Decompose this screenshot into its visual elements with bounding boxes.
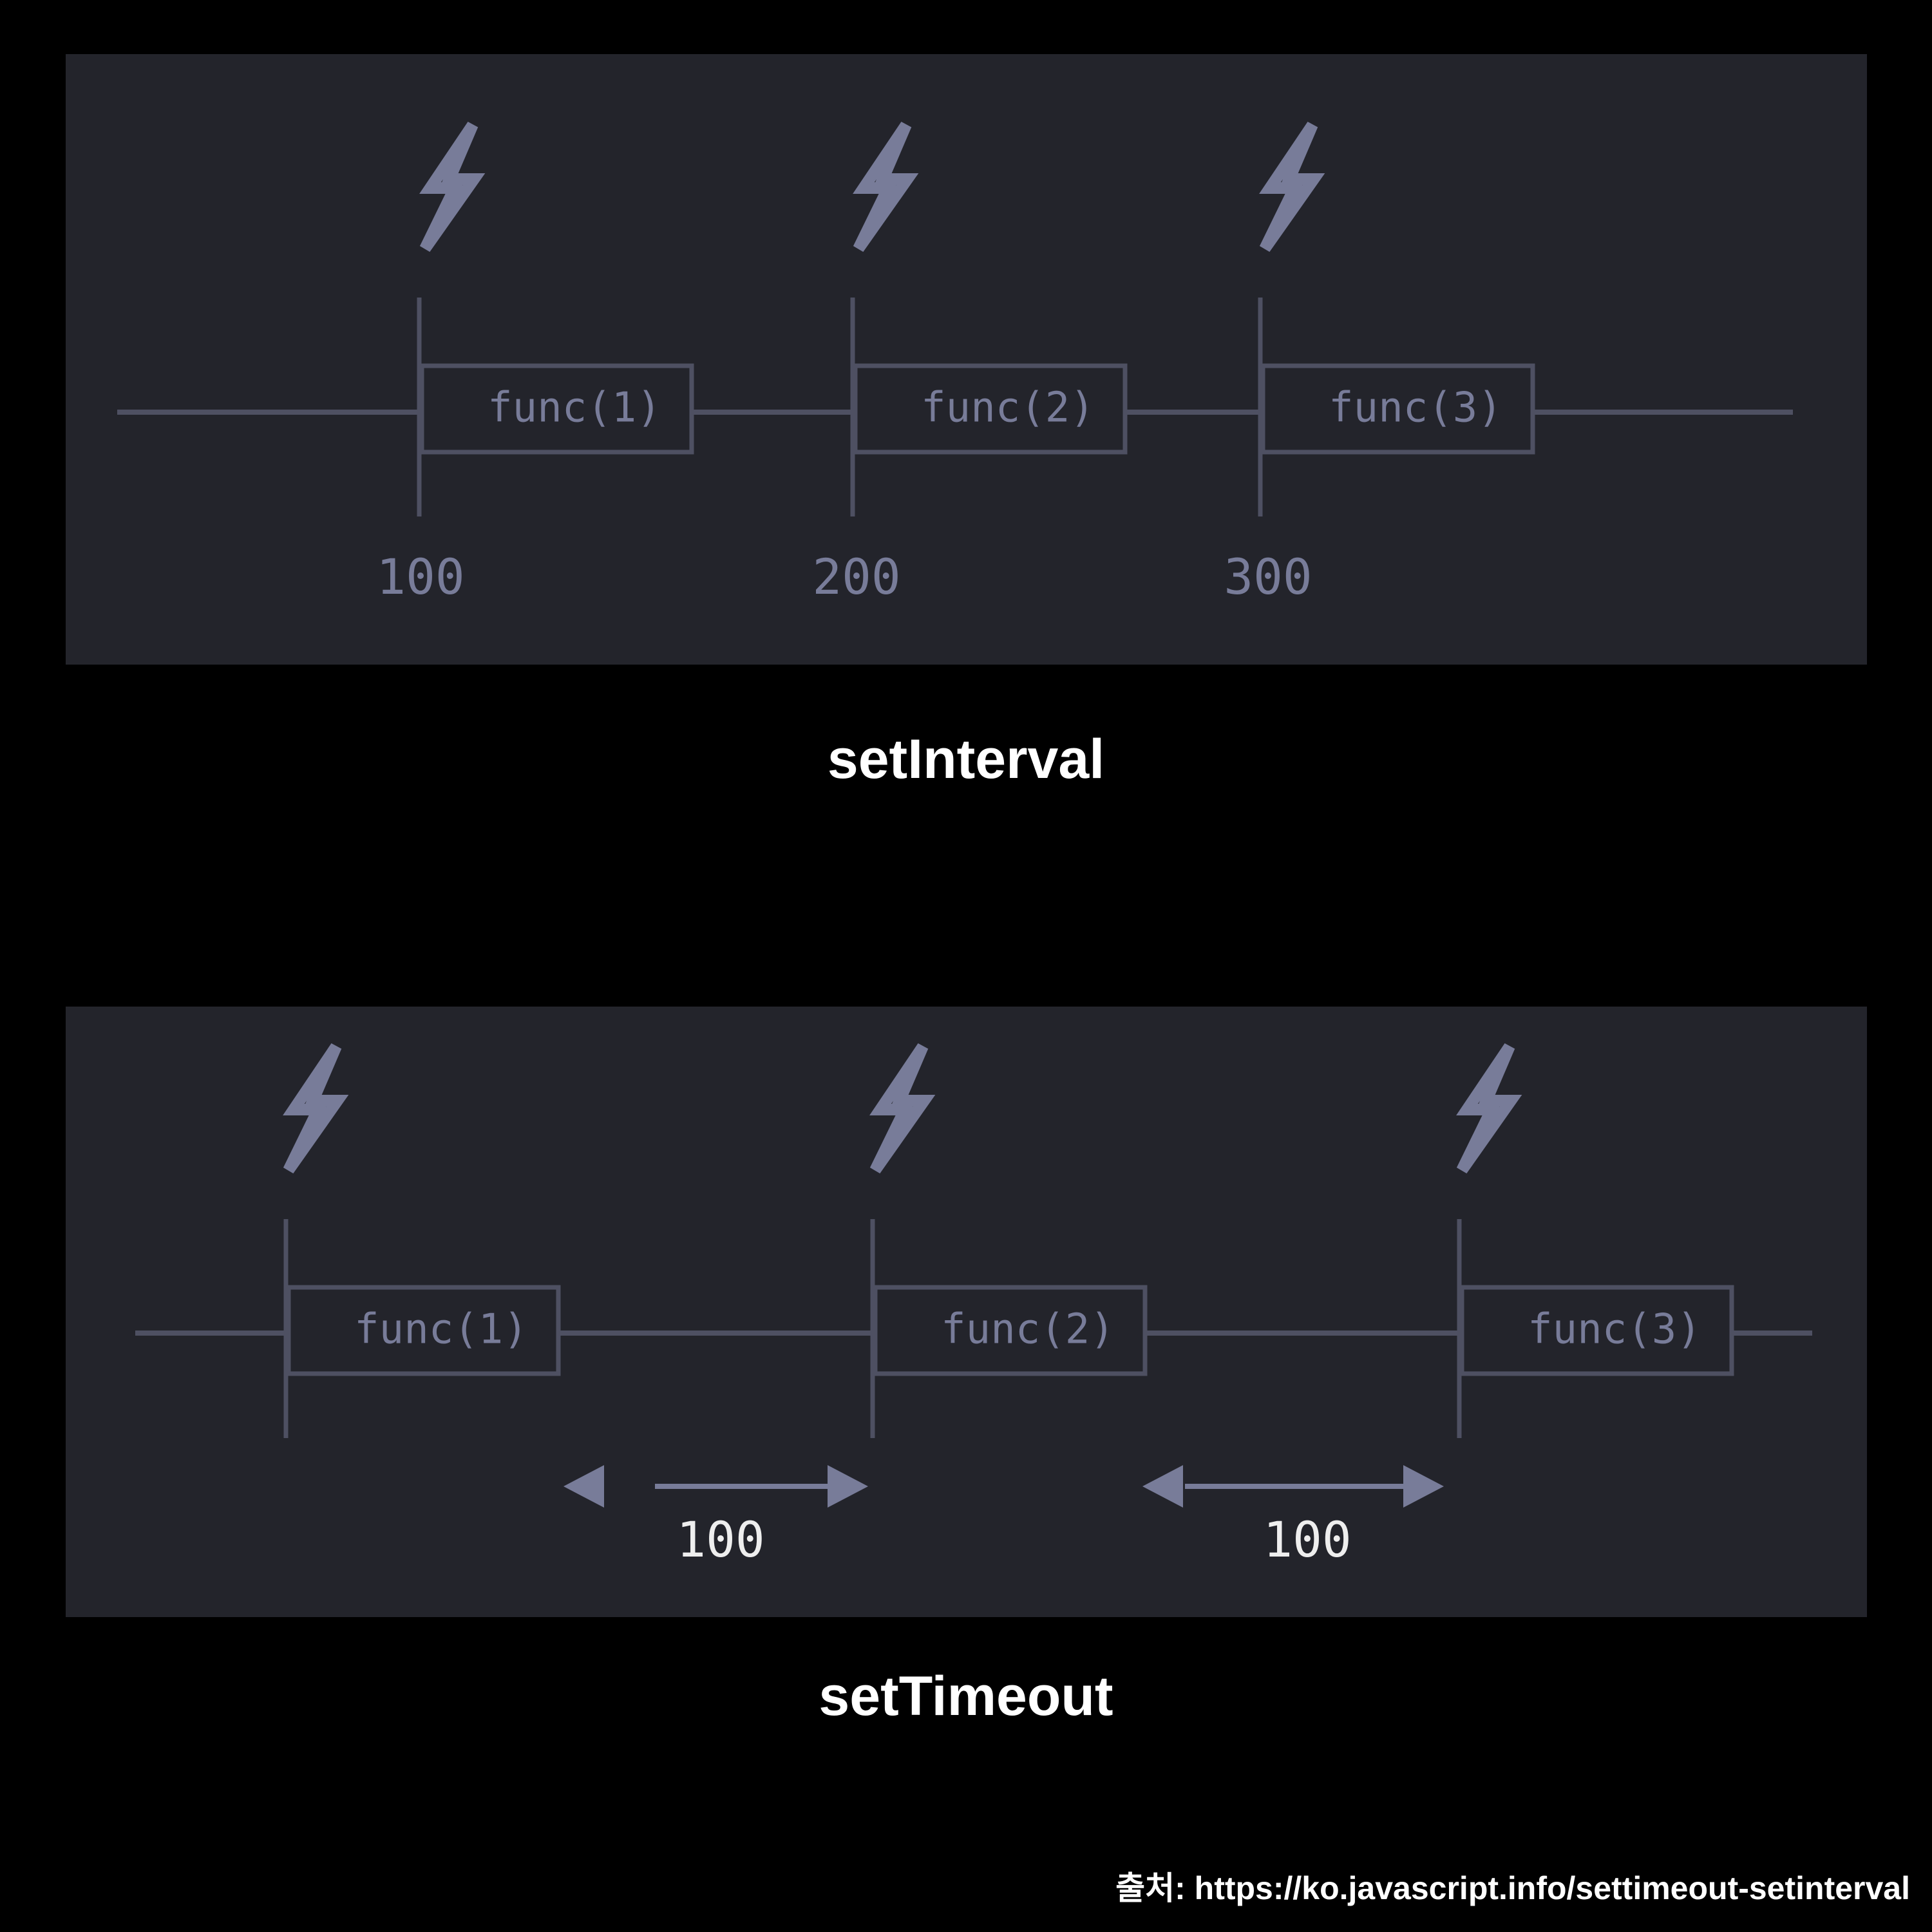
gap-arrow-1: 100 — [564, 1465, 868, 1568]
call-box — [853, 363, 1128, 455]
gap-label: 100 — [1263, 1511, 1351, 1568]
setinterval-timeline-svg: func(1) 100 func(2) 200 func(3) 300 — [117, 54, 1793, 605]
lightning-bolt-icon — [858, 125, 907, 249]
lightning-bolt-icon — [1462, 1046, 1511, 1170]
timeout-call-1: func(1) — [286, 1046, 561, 1438]
call-box — [286, 1285, 561, 1376]
call-box — [419, 363, 694, 455]
call-box — [1459, 1285, 1734, 1376]
interval-call-2: func(2) 200 — [812, 125, 1128, 605]
call-label: func(1) — [488, 384, 661, 432]
settimeout-diagram-panel: func(1) func(2) func(3) 100 100 — [66, 1007, 1867, 1617]
time-label: 100 — [376, 548, 464, 605]
settimeout-caption: setTimeout — [819, 1665, 1113, 1727]
call-box — [1260, 363, 1535, 455]
timeout-call-3: func(3) — [1459, 1046, 1734, 1438]
call-label: func(1) — [354, 1306, 528, 1354]
interval-call-3: func(3) 300 — [1224, 125, 1535, 605]
call-label: func(3) — [1528, 1306, 1701, 1354]
lightning-bolt-icon — [425, 125, 474, 249]
call-label: func(3) — [1329, 384, 1502, 432]
arrow-left-head — [1142, 1465, 1183, 1508]
time-label: 200 — [812, 548, 900, 605]
setinterval-caption: setInterval — [827, 728, 1105, 790]
lightning-bolt-icon — [875, 1046, 924, 1170]
interval-call-1: func(1) 100 — [376, 125, 694, 605]
settimeout-timeline-svg: func(1) func(2) func(3) 100 100 — [135, 1007, 1812, 1568]
call-label: func(2) — [921, 384, 1095, 432]
call-box — [873, 1285, 1148, 1376]
lightning-bolt-icon — [1265, 125, 1314, 249]
arrow-right-head — [1403, 1465, 1444, 1508]
setinterval-diagram-panel: func(1) 100 func(2) 200 func(3) 300 — [66, 54, 1867, 665]
call-label: func(2) — [941, 1306, 1115, 1354]
timeout-call-2: func(2) — [873, 1046, 1148, 1438]
arrow-left-head — [564, 1465, 604, 1508]
gap-label: 100 — [676, 1511, 764, 1568]
source-note: 출처: https://ko.javascript.info/settimeou… — [1115, 1870, 1910, 1906]
lightning-bolt-icon — [289, 1046, 337, 1170]
arrow-right-head — [828, 1465, 868, 1508]
time-label: 300 — [1224, 548, 1312, 605]
gap-arrow-2: 100 — [1142, 1465, 1444, 1568]
